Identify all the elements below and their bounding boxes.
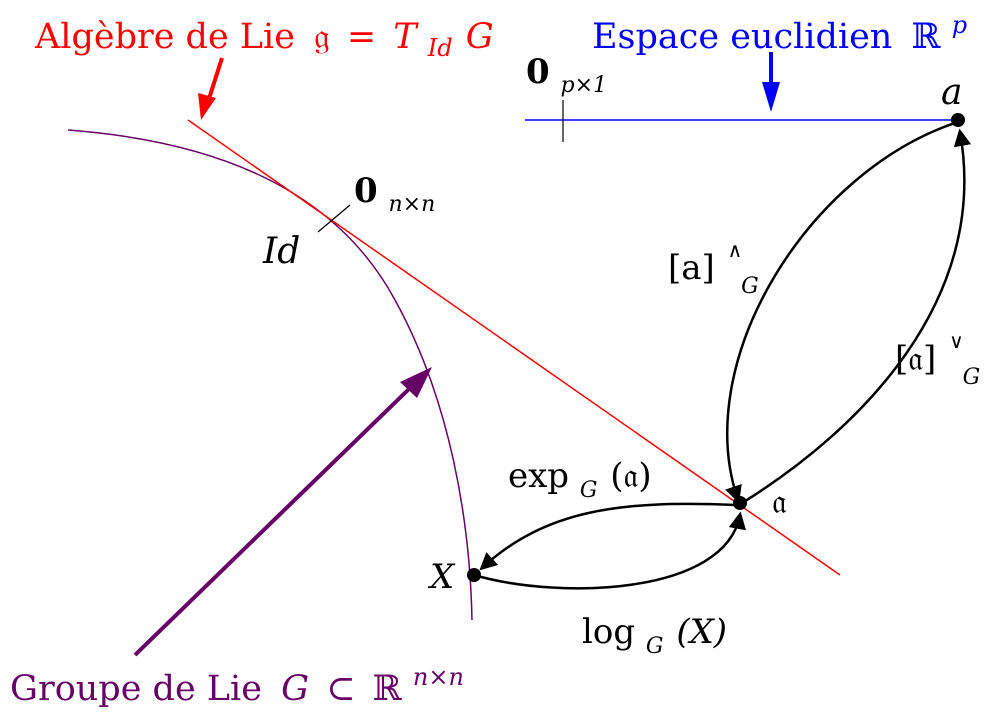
zero-n-label: 0 n×n: [354, 171, 435, 217]
zero-p-label: 0 p×1: [526, 52, 607, 98]
hat-map-label: [a] ∧ G: [668, 226, 759, 299]
log-map-label: log G (X): [582, 612, 727, 662]
lie-group-curve: [67, 129, 473, 621]
euclidean-pointer-arrow: [762, 52, 780, 112]
point-frak-a-dot: [733, 496, 747, 510]
vee-map-label: [𝔞] ∨ G: [895, 317, 980, 390]
hat-map-arrow: [725, 120, 959, 504]
vee-map-arrow: [741, 128, 972, 505]
lie-algebra-title: Algèbre de Lie 𝔤 = T Id G: [34, 17, 494, 65]
point-a-label: a: [941, 72, 962, 113]
point-a-dot: [951, 113, 965, 127]
euclidean-title: Espace euclidien ℝ p: [592, 11, 967, 57]
exp-map-arrow: [479, 502, 736, 571]
point-frak-a-label: 𝔞: [772, 482, 787, 522]
point-x-label: X: [427, 557, 456, 597]
lie-group-pointer-arrow: [133, 367, 432, 657]
lie-group-title: Groupe de Lie G ⊂ ℝ n×n: [10, 663, 464, 709]
identity-tick: [317, 204, 351, 233]
exp-map-label: exp G (𝔞): [508, 456, 652, 506]
point-x-dot: [467, 568, 481, 582]
log-map-arrow: [473, 511, 746, 590]
identity-label: Id: [262, 231, 300, 272]
lie-algebra-pointer-arrow: [198, 57, 224, 120]
